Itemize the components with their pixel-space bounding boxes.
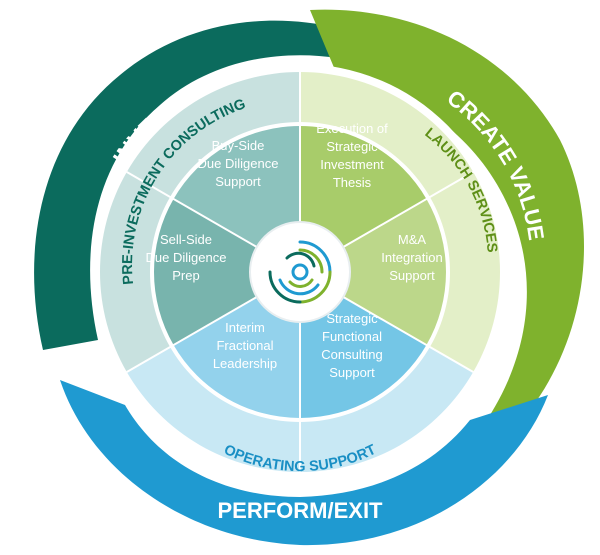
launch-services-ring (300, 72, 500, 372)
invest-arc (34, 20, 339, 350)
segment-label-line: Interim (225, 320, 265, 335)
divider-line (342, 171, 474, 248)
segment-label-line: Buy-Side (212, 138, 265, 153)
outer-ring (34, 9, 584, 546)
create-value-arc (310, 9, 584, 431)
segment-sell-side (154, 199, 257, 345)
segment-label-line: Investment (320, 157, 384, 172)
segment-label-line: Execution of (316, 121, 388, 136)
segment-ma-integration (343, 199, 446, 345)
segment-dividers (126, 72, 474, 472)
segment-label-line: Strategic (326, 139, 378, 154)
segment-label-line: Due Diligence (146, 250, 227, 265)
center-hub (249, 221, 351, 323)
divider-line (342, 296, 474, 373)
perform-exit-arc (60, 380, 548, 546)
segment-label-line: Prep (172, 268, 199, 283)
segment-label-line: Support (389, 268, 435, 283)
segment-label-line: Integration (381, 250, 442, 265)
segment-label-line: Fractional (216, 338, 273, 353)
divider-line (126, 171, 258, 248)
pre-investment-ring (99, 72, 300, 372)
middle-ring (99, 72, 500, 472)
segment-label-line: Sell-Side (160, 232, 212, 247)
operating-support-ring (126, 347, 474, 472)
segment-label-line: Leadership (213, 356, 277, 371)
segment-label-line: Strategic (326, 311, 378, 326)
segment-label-line: Support (215, 174, 261, 189)
logo-swirl-icon (268, 240, 332, 304)
divider-line (126, 296, 258, 373)
segment-label-line: Consulting (321, 347, 382, 362)
segment-label-line: Thesis (333, 175, 372, 190)
perform-exit-label: PERFORM/EXIT (217, 498, 383, 523)
segment-label-line: M&A (398, 232, 427, 247)
segment-label-line: Support (329, 365, 375, 380)
segment-label-line: Functional (322, 329, 382, 344)
ring-divider-circle (150, 122, 450, 422)
segment-label-line: Due Diligence (198, 156, 279, 171)
